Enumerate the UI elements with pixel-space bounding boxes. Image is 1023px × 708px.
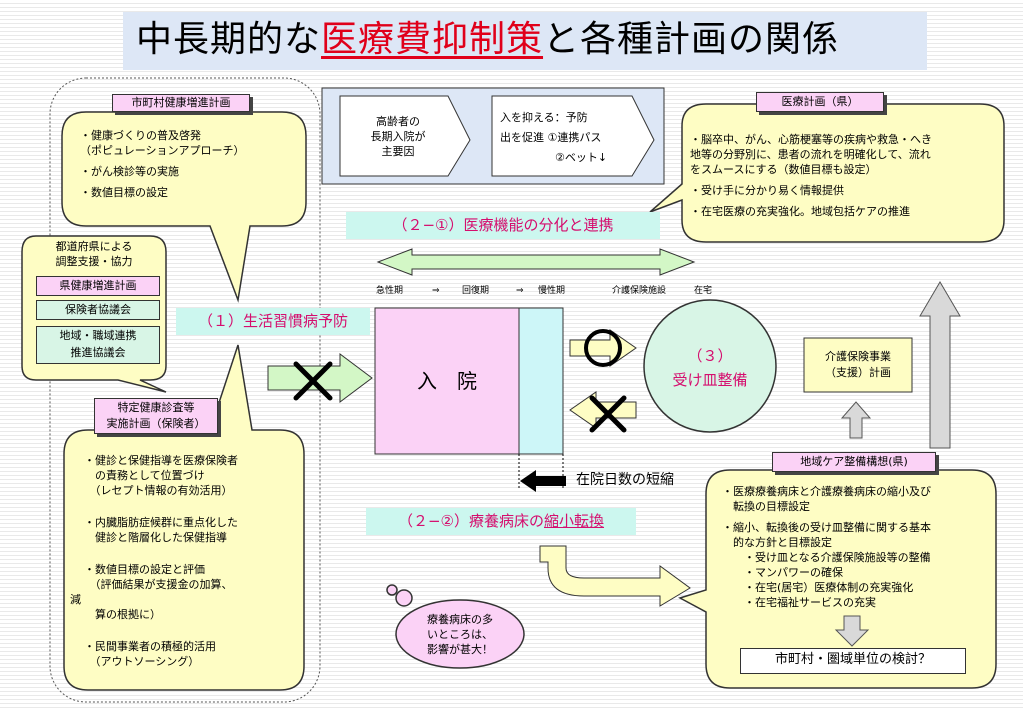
thought-cloud-text: 療養病床の多 いところは、 影響が甚大！	[427, 613, 493, 656]
list-item: ・数値目標の設定	[80, 186, 168, 199]
list-item: ・マンパワーの確保	[722, 566, 843, 579]
list-item: ・民間事業者の積極的活用	[84, 640, 216, 653]
ok-circle-mark	[584, 329, 622, 367]
thought-cloud	[386, 584, 525, 669]
prefecture-support-title: 都道府県による 調整支援・協力	[55, 240, 133, 268]
stage-acute: 急性期	[376, 286, 404, 296]
stage-care-facility: 介護保険施設	[612, 286, 667, 296]
list-item: ・健診と保健指導を医療保険者	[84, 454, 238, 467]
page-title: 中長期的な医療費抑制策と各種計画の関係	[136, 19, 840, 60]
list-item: をスムースにする（数値目標も設定）	[690, 163, 877, 176]
list-item: ・縮小、転換後の受け皿整備に関する基本	[722, 521, 931, 534]
control-measures-text: 入を抑える：予防出を促進 ①連携パス ②ベット↓	[500, 111, 608, 164]
elderly-arrow-box	[339, 95, 471, 177]
hospital-label: 入 院	[417, 369, 477, 393]
care-plan-box	[803, 337, 913, 393]
discharge-arrow	[569, 329, 637, 367]
elderly-cause-text: 高齢者の 長期入院が 主要因	[370, 115, 426, 158]
list-item: ・内臓脂肪症候群に重点化した	[84, 516, 238, 529]
stage-arrow: ⇒	[516, 286, 524, 296]
list-item: ・在宅福祉サービスの充実	[722, 596, 876, 609]
regional-care-callout	[678, 469, 997, 689]
checkup-plan-items: ・健診と保健指導を医療保険者 の責務として位置づけ （レセプト情報の有効活用） …	[70, 453, 300, 669]
list-item: （アウトソーシング）	[84, 655, 200, 668]
medical-plan-header: 医療計画（県）	[756, 92, 884, 112]
list-item: 地等の分野別に、患者の流れを明確化して、流れ	[690, 148, 931, 161]
recuperation-bed-label: （２−②）療養病床の縮小転換	[366, 508, 636, 535]
list-item: ・受け皿となる介護保険施設等の整備	[722, 551, 931, 564]
list-item: （評価結果が支援金の加算、	[84, 578, 233, 591]
list-item: ・数値目標の設定と評価	[84, 563, 205, 576]
list-item: の責務として位置づけ	[84, 469, 205, 482]
regional-workplace-council-box: 地域・職域連携 推進協議会	[36, 326, 160, 364]
control-arrow-box	[491, 95, 655, 177]
regional-care-header: 地域ケア整備構想(県)	[772, 452, 936, 472]
up-arrow-small	[840, 401, 872, 439]
hospital-box	[374, 307, 520, 455]
shorten-arrow	[520, 470, 566, 492]
checkup-plan-header: 特定健康診査等 実施計画（保険者）	[94, 398, 218, 434]
title-background	[123, 12, 927, 70]
receiver-label: （３） 受け皿整備	[672, 347, 748, 389]
list-item: ・健康づくりの普及啓発	[80, 129, 201, 142]
list-item: （ポピュレーションアプローチ）	[80, 144, 245, 157]
recovery-box	[518, 307, 564, 455]
list-item: ・医療療養病床と介護療養病床の縮小及び	[722, 485, 931, 498]
list-item: ・在宅(居宅）医療体制の充実強化	[722, 581, 914, 594]
list-item: （レセプト情報の有効活用）	[84, 484, 233, 497]
municipal-plan-header: 市町村健康増進計画	[112, 94, 250, 112]
recuperation-arrow	[539, 545, 691, 607]
regional-care-items: ・医療療養病床と介護療養病床の縮小及び 転換の目標設定 ・縮小、転換後の受け皿整…	[722, 484, 992, 610]
insurer-council-box: 保険者協議会	[36, 300, 160, 320]
title-highlight: 医療費抑制策	[321, 19, 544, 60]
stage-home: 在宅	[694, 286, 713, 296]
prevention-arrow	[267, 353, 373, 403]
medical-plan-items: ・脳卒中、がん、心筋梗塞等の疾病や救急・へき 地等の分野別に、患者の流れを明確化…	[690, 132, 1000, 219]
stage-arrow: ⇒	[432, 286, 440, 296]
down-arrow-question	[834, 615, 870, 647]
lifestyle-disease-label: （１）生活習慣病予防	[176, 308, 370, 335]
medical-plan-callout	[649, 103, 1005, 243]
stage-chronic: 慢性期	[538, 286, 566, 296]
list-item: 健診と階層化した保健指導	[84, 531, 227, 544]
care-flow-double-arrow	[376, 248, 696, 276]
list-item: ・脳卒中、がん、心筋梗塞等の疾病や救急・へき	[690, 133, 932, 146]
list-item: 転換の目標設定	[722, 500, 810, 513]
municipal-review-question: 市町村・圏域単位の検討？	[740, 648, 966, 674]
municipal-plan-callout	[61, 111, 307, 303]
list-item: ・受け手に分かり易く情報提供	[690, 184, 844, 197]
stay-shortening-label: 在院日数の短縮	[576, 472, 674, 488]
list-item: ・在宅医療の充実強化。地域包括ケアの推進	[690, 205, 910, 218]
stage-recovery: 回復期	[462, 286, 490, 296]
municipal-dotted-frame	[49, 77, 321, 703]
block-x-mark-left	[293, 361, 333, 401]
municipal-plan-items: ・健康づくりの普及啓発 （ポピュレーションアプローチ） ・がん検診等の実施 ・数…	[80, 128, 300, 200]
receiver-circle	[643, 299, 777, 433]
list-item: 算の根拠に）	[84, 608, 161, 621]
list-item: 的な方針と目標設定	[722, 536, 832, 549]
list-item: 減	[70, 593, 81, 606]
prefecture-health-plan-box: 県健康増進計画	[36, 276, 160, 296]
care-insurance-plan-label: 介護保険事業 （支援）計画	[825, 350, 891, 379]
function-division-label: （２−①）医療機能の分化と連携	[346, 212, 660, 239]
care-stage-labels: 急性期 ⇒ 回復期 ⇒ 慢性期 介護保険施設 在宅	[376, 284, 716, 298]
block-x-mark-right	[589, 395, 627, 433]
list-item: ・がん検診等の実施	[80, 165, 179, 178]
up-arrow-large	[919, 281, 961, 449]
